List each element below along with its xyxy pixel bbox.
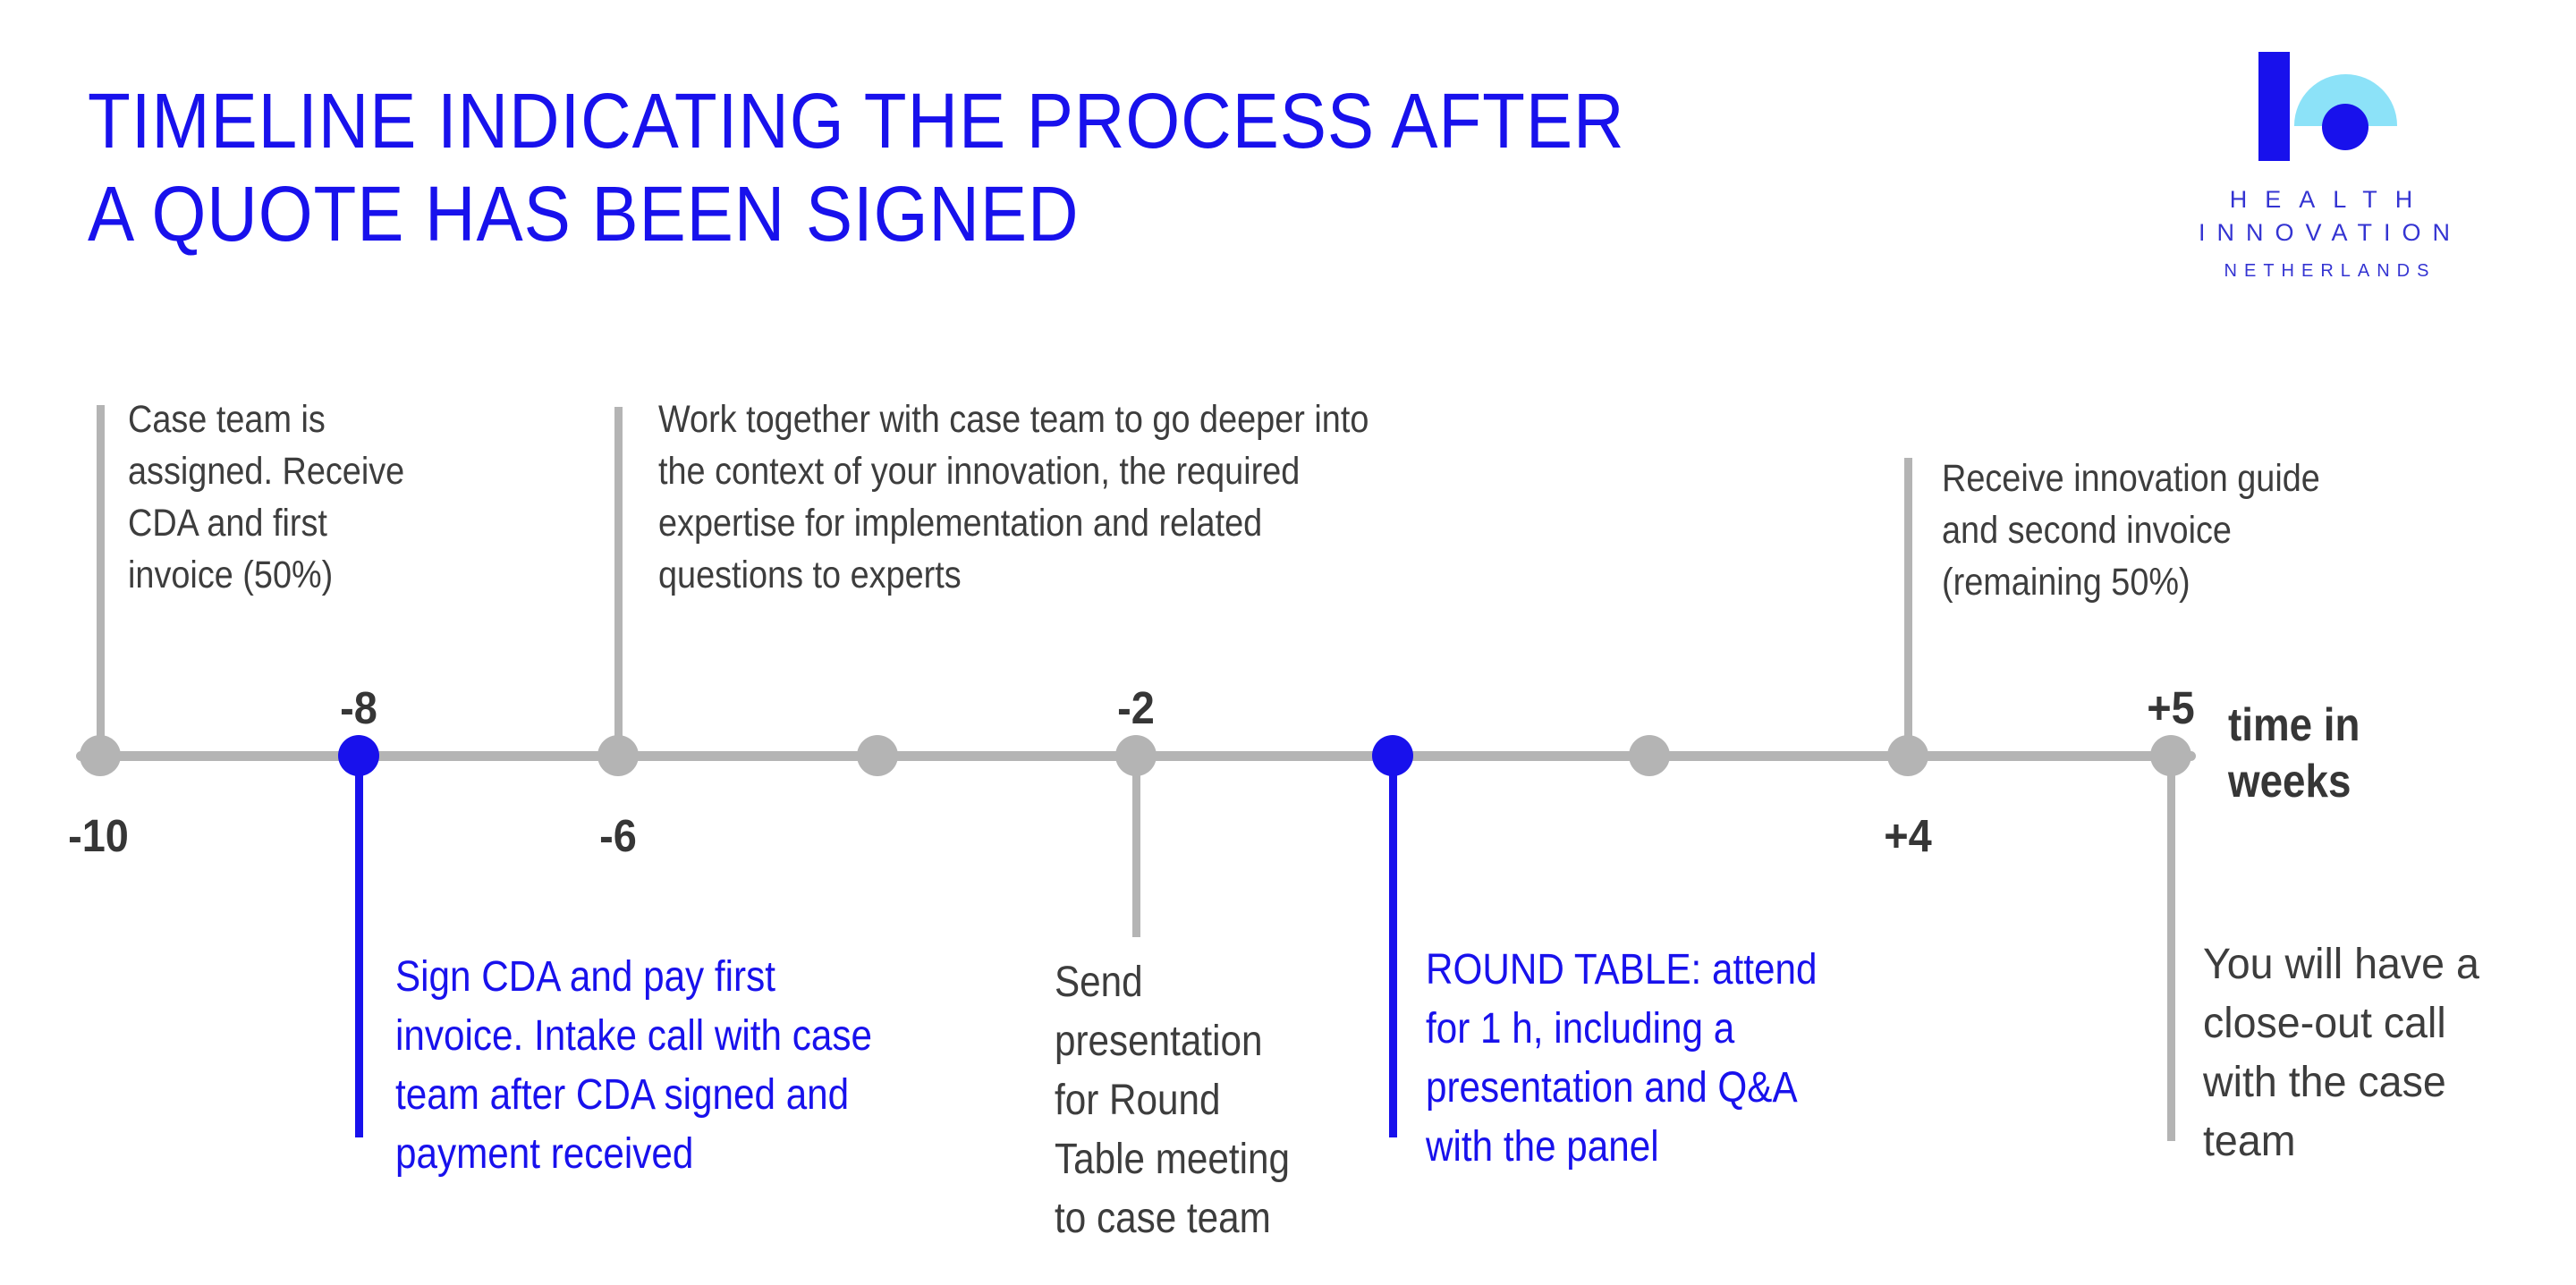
week-label--2: -2 (1117, 682, 1155, 733)
timeline-connector-line (1388, 756, 1397, 1137)
week-label--6: -6 (599, 810, 637, 861)
logo-word-health: HEALTH (2229, 186, 2431, 213)
event-round-table: ROUND TABLE: attend for 1 h, including a… (1426, 946, 1818, 1171)
axis-unit-label-line-2: weeks (2228, 756, 2351, 807)
timeline-connector-line (354, 756, 363, 1137)
logo-circle-shape (2322, 104, 2368, 150)
event-send-presentation: Send presentation for Round Table meetin… (1055, 959, 1290, 1242)
event-case-team-assigned: Case team is assigned. Receive CDA and f… (128, 398, 405, 596)
timeline-dot (1887, 735, 1928, 776)
logo-bar-shape (2258, 52, 2290, 161)
event-work-with-case-team: Work together with case team to go deepe… (658, 398, 1369, 596)
timeline-connector-line (1903, 458, 1912, 756)
timeline-connector-line (1131, 756, 1140, 937)
timeline-connector-line (614, 407, 623, 756)
page-title-line-2: A QUOTE HAS BEEN SIGNED (88, 171, 1080, 258)
timeline-dot (1372, 735, 1413, 776)
event-receive-innovation-guide: Receive innovation guide and second invo… (1942, 457, 2320, 604)
axis-unit-label-line-1: time in (2228, 699, 2360, 751)
week-label-+5: +5 (2147, 682, 2195, 733)
event-close-out-call: You will have a close-out call with the … (2203, 941, 2479, 1165)
timeline-dot (80, 735, 121, 776)
timeline-connector-line (2166, 756, 2175, 1141)
event-sign-cda: Sign CDA and pay first invoice. Intake c… (395, 953, 872, 1178)
week-label-+4: +4 (1884, 810, 1932, 861)
timeline-dot (338, 735, 379, 776)
page-title-line-1: TIMELINE INDICATING THE PROCESS AFTER (88, 78, 1625, 165)
timeline-dot (597, 735, 639, 776)
timeline-dot (1115, 735, 1157, 776)
timeline-connector-line (96, 405, 105, 756)
timeline-dot (2150, 735, 2191, 776)
logo-word-innovation: INNOVATION (2198, 219, 2462, 246)
health-innovation-netherlands-logo: HEALTH INNOVATION NETHERLANDS (2129, 27, 2531, 313)
logo-word-netherlands: NETHERLANDS (2224, 261, 2436, 281)
page-title: TIMELINE INDICATING THE PROCESS AFTER A … (88, 75, 1624, 261)
timeline-dot (1629, 735, 1670, 776)
timeline-dot (857, 735, 898, 776)
week-label--10: -10 (68, 810, 129, 861)
week-label--8: -8 (340, 682, 377, 733)
axis-unit-label: time in weeks (2228, 697, 2360, 810)
